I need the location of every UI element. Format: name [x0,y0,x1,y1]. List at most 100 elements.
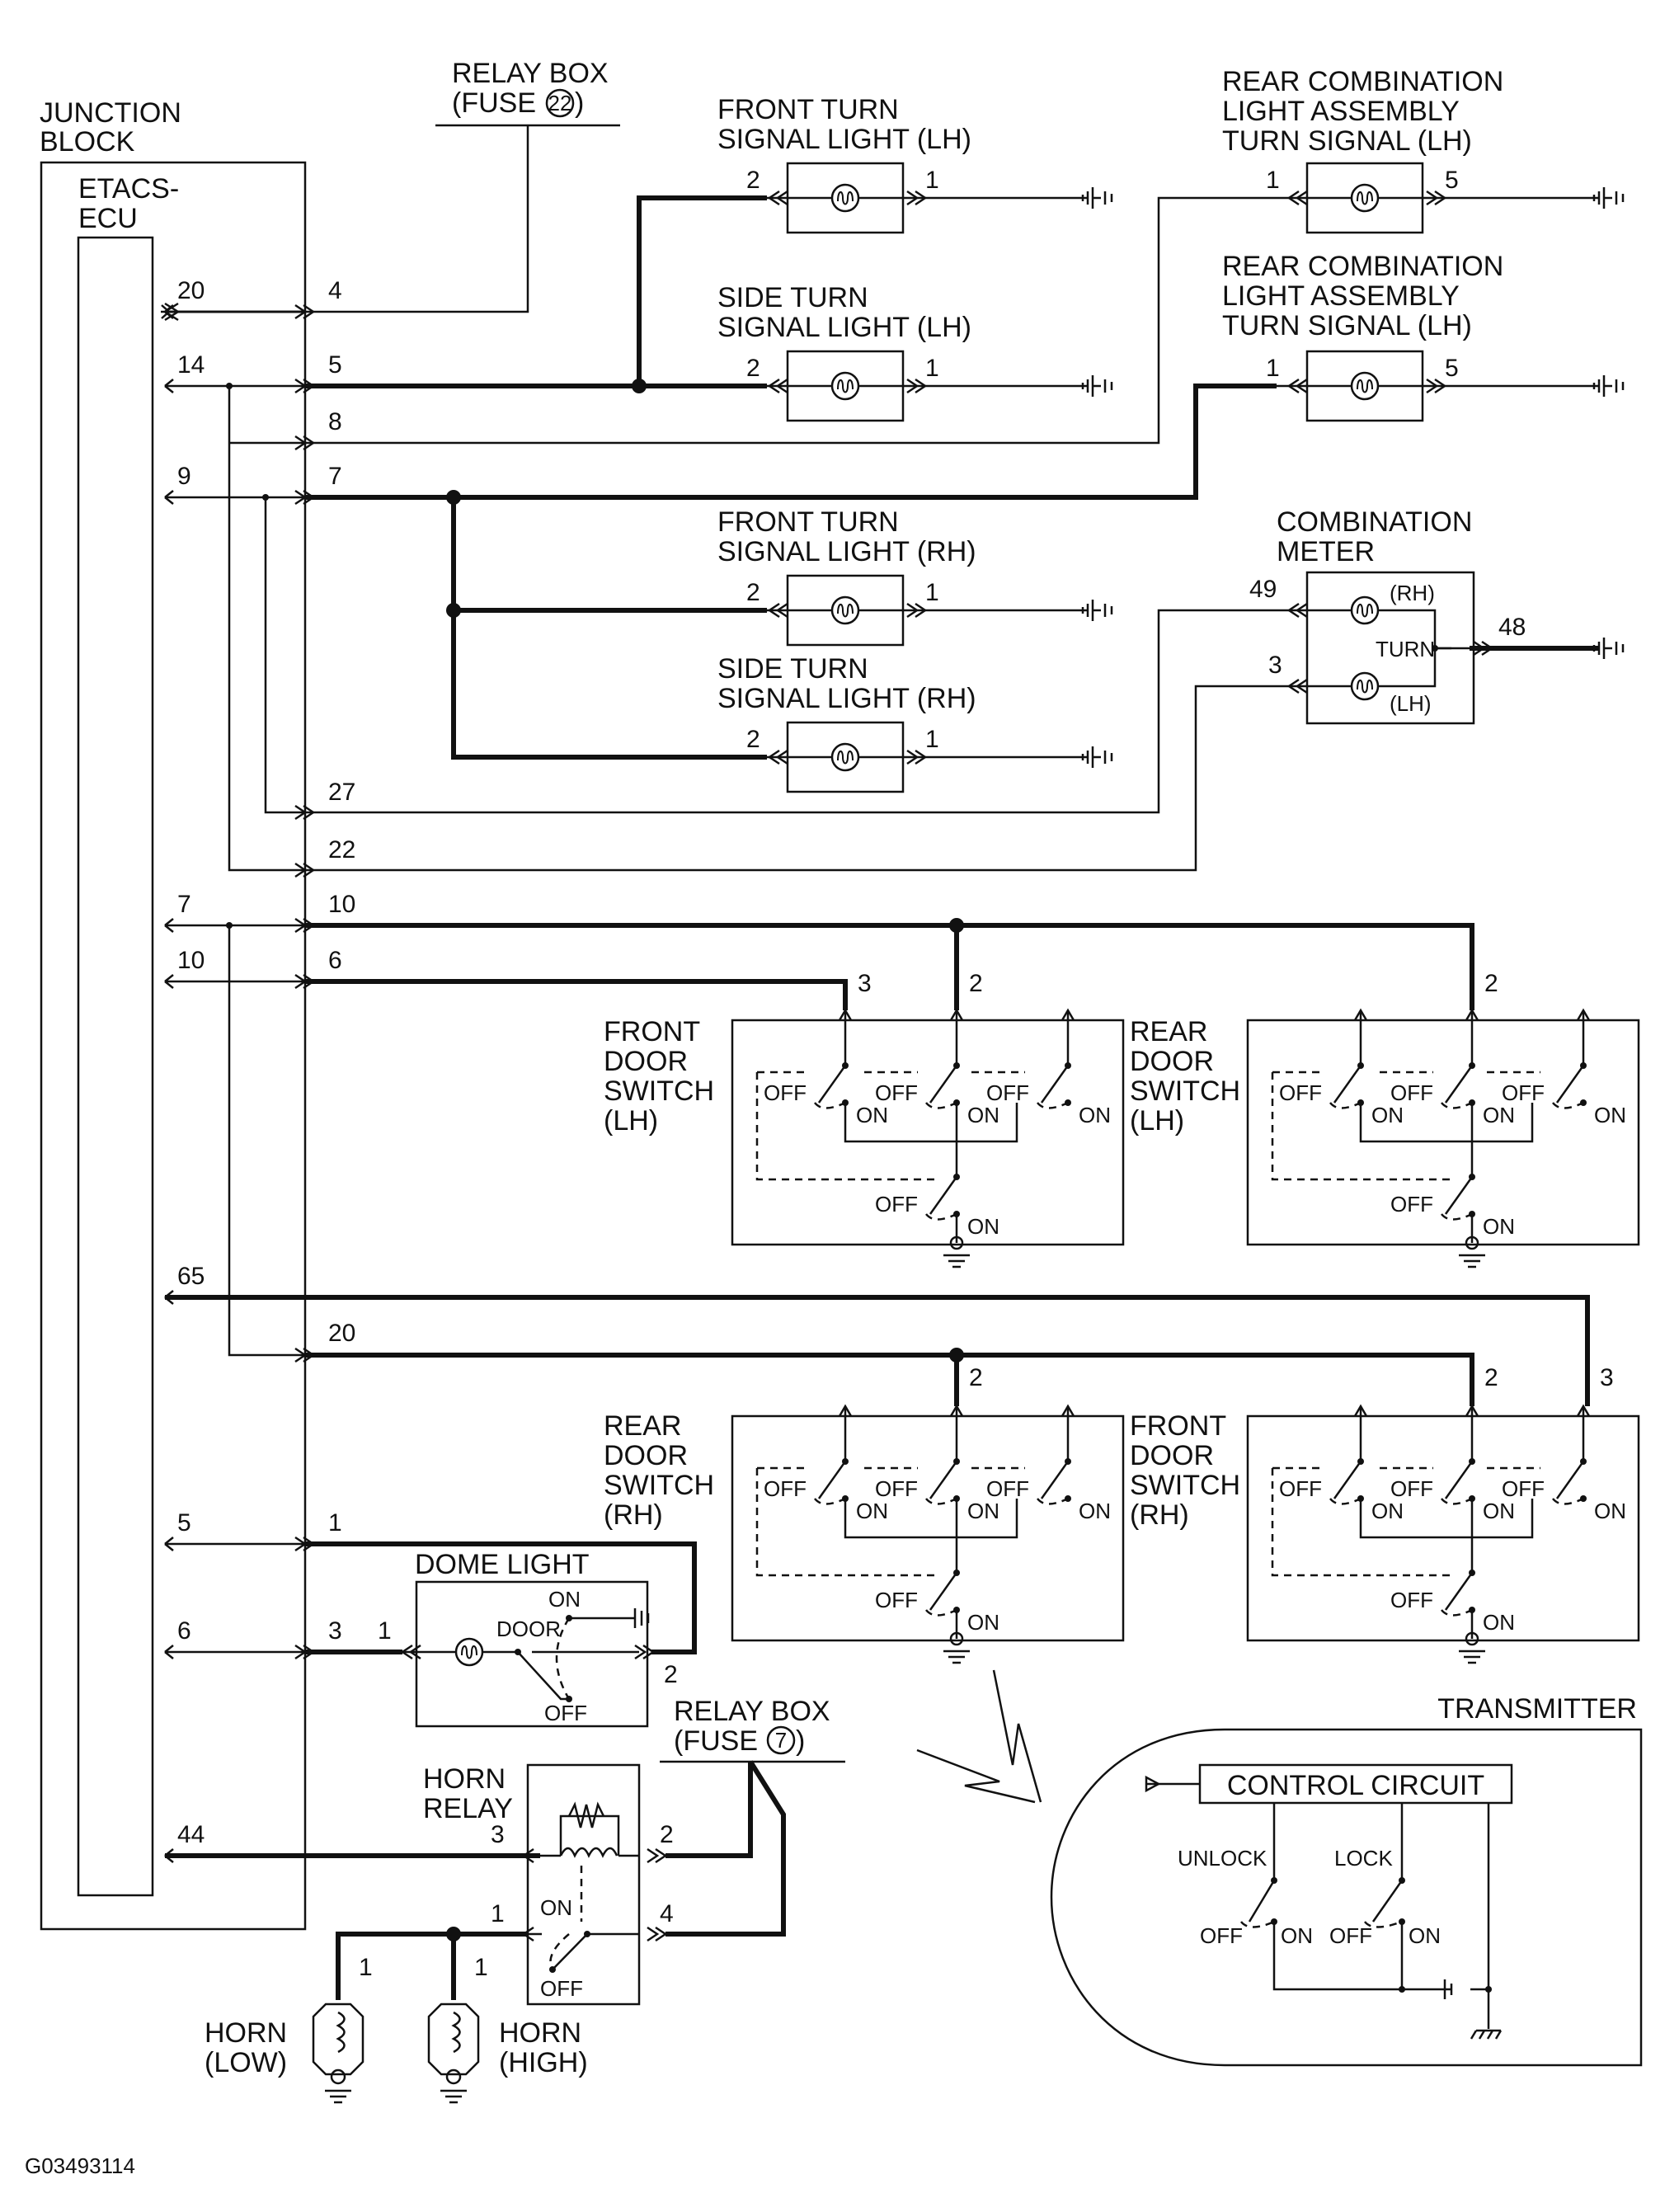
etacs-ecu-label-1: ETACS- [78,173,179,205]
front-turn-signal-lh: FRONT TURN SIGNAL LIGHT (LH) 2 1 [717,94,1113,234]
horn-relay-label-1: HORN [423,1763,506,1795]
fdl-label-1: FRONT [604,1016,700,1047]
rear-door-switch-lh: OFF OFF OFF ON ON ON OFF ON [1246,1008,1640,1268]
fdl-pin-2: 2 [969,970,983,997]
ecu-pin-44: 44 [177,1821,205,1848]
transmitter-label: TRANSMITTER [1437,1693,1637,1725]
off-label: OFF [875,1476,918,1501]
junction-block: JUNCTION BLOCK [40,97,307,1931]
rc2-label-1: REAR COMBINATION [1222,251,1503,282]
jb-pin-8: 8 [328,408,342,435]
on-label: ON [1594,1499,1626,1523]
on-label: ON [1281,1923,1313,1948]
front-door-switch-rh-label: FRONT DOOR SWITCH (RH) [1130,1410,1240,1531]
horn-high: 1 HORN (HIGH) [427,1954,588,2104]
fuse-7-number: 7 [775,1728,787,1753]
ecu-pin-20: 20 [177,277,205,304]
on-label: ON [1594,1103,1626,1127]
fuse-close: ) [575,87,584,119]
off-label: OFF [986,1080,1029,1105]
fdr-label-3: SWITCH [1130,1470,1240,1501]
ecu-pin-9: 9 [177,463,191,490]
rdr-pin-2: 2 [969,1364,983,1391]
fuse-7-label: (FUSE [674,1725,758,1757]
on-label: ON [540,1895,572,1920]
hr-pin-2: 2 [660,1821,674,1848]
rc2-pin-1: 1 [1266,355,1280,382]
horn-low-pin-1: 1 [359,1954,373,1981]
on-label: ON [1483,1103,1515,1127]
on-label: ON [967,1103,999,1127]
rdl-label-1: REAR [1130,1016,1207,1047]
off-label: OFF [1390,1476,1433,1501]
dome-pin-2: 2 [664,1661,678,1688]
rear-combination-light-2: REAR COMBINATION LIGHT ASSEMBLY TURN SIG… [1222,251,1625,422]
on-label: ON [1483,1610,1515,1635]
cm-pin-48: 48 [1498,614,1526,641]
off-label: OFF [875,1588,918,1612]
junction-block-label-2: BLOCK [40,126,135,158]
on-label: ON [1079,1499,1111,1523]
jb-pin-20: 20 [328,1320,355,1347]
stl-pin-1: 1 [925,355,939,382]
rdr-label-3: SWITCH [604,1470,714,1501]
jb-pin-27: 27 [328,779,355,806]
fuse-7-close: ) [796,1725,805,1757]
str-pin-1: 1 [925,726,939,753]
rdr-label-2: DOOR [604,1440,688,1471]
off-label: OFF [1329,1923,1372,1948]
off-label: OFF [1279,1080,1322,1105]
on-label: ON [1371,1499,1404,1523]
cm-pin-49: 49 [1249,576,1277,603]
junction-block-label-1: JUNCTION [40,97,181,129]
rdl-label-2: DOOR [1130,1046,1214,1077]
cm-pin-3: 3 [1268,652,1282,679]
signal-bolt-icon [992,1669,1042,1803]
off-label: OFF [986,1476,1029,1501]
cm-label-1: COMBINATION [1277,506,1472,538]
hr-pin-4: 4 [660,1900,674,1927]
horn-high-label-2: (HIGH) [499,2047,588,2078]
fdr-label-4: (RH) [1130,1499,1189,1531]
transmitter: TRANSMITTER CONTROL CIRCUIT UNLOCK LOCK … [1050,1693,1643,2067]
jb-pin-7: 7 [328,463,342,490]
front-door-switch-rh: OFF OFF OFF ON ON ON OFF ON [1246,1404,1640,1664]
off-label: OFF [1502,1476,1545,1501]
signal-bolt-icon-2 [916,1748,1036,1804]
front-turn-lh-label-2: SIGNAL LIGHT (LH) [717,124,971,155]
combination-meter: COMBINATION METER (RH) TURN (LH) 49 3 48 [1249,506,1625,725]
on-label: ON [967,1499,999,1523]
rc1-label-1: REAR COMBINATION [1222,66,1503,97]
rdl-pin-2: 2 [1484,970,1498,997]
front-door-switch-lh-label: FRONT DOOR SWITCH (LH) [604,1016,714,1137]
etacs-ecu: ETACS- ECU [77,173,179,1897]
rc2-label-2: LIGHT ASSEMBLY [1222,280,1460,312]
jb-pin-22: 22 [328,836,355,864]
fuse-label: (FUSE [452,87,536,119]
on-label: ON [1483,1214,1515,1239]
fdr-pin-2: 2 [1484,1364,1498,1391]
side-turn-signal-rh: SIDE TURN SIGNAL LIGHT (RH) 2 1 [717,653,1113,793]
fdl-label-2: DOOR [604,1046,688,1077]
side-turn-lh-label-1: SIDE TURN [717,282,868,313]
cm-rh-label: (RH) [1390,581,1435,605]
on-label: ON [1483,1499,1515,1523]
off-label: OFF [540,1976,583,2001]
on-label: ON [1079,1103,1111,1127]
rc1-pin-5: 5 [1445,167,1459,194]
fdl-label-4: (LH) [604,1105,658,1137]
on-label: ON [548,1587,581,1612]
side-turn-rh-label-2: SIGNAL LIGHT (RH) [717,683,976,714]
fdr-pin-3: 3 [1600,1364,1614,1391]
on-label: ON [856,1103,888,1127]
off-label: OFF [1390,1192,1433,1217]
rdr-label-4: (RH) [604,1499,663,1531]
hr-pin-3: 3 [491,1821,505,1848]
rc2-pin-5: 5 [1445,355,1459,382]
ftr-pin-1: 1 [925,579,939,606]
horn-low-label-2: (LOW) [205,2047,287,2078]
front-door-switch-lh: OFF OFF OFF ON ON ON OFF ON [731,1008,1125,1268]
off-label: OFF [875,1080,918,1105]
ecu-pin-5: 5 [177,1509,191,1537]
rear-combination-light-1: REAR COMBINATION LIGHT ASSEMBLY TURN SIG… [1222,66,1625,234]
